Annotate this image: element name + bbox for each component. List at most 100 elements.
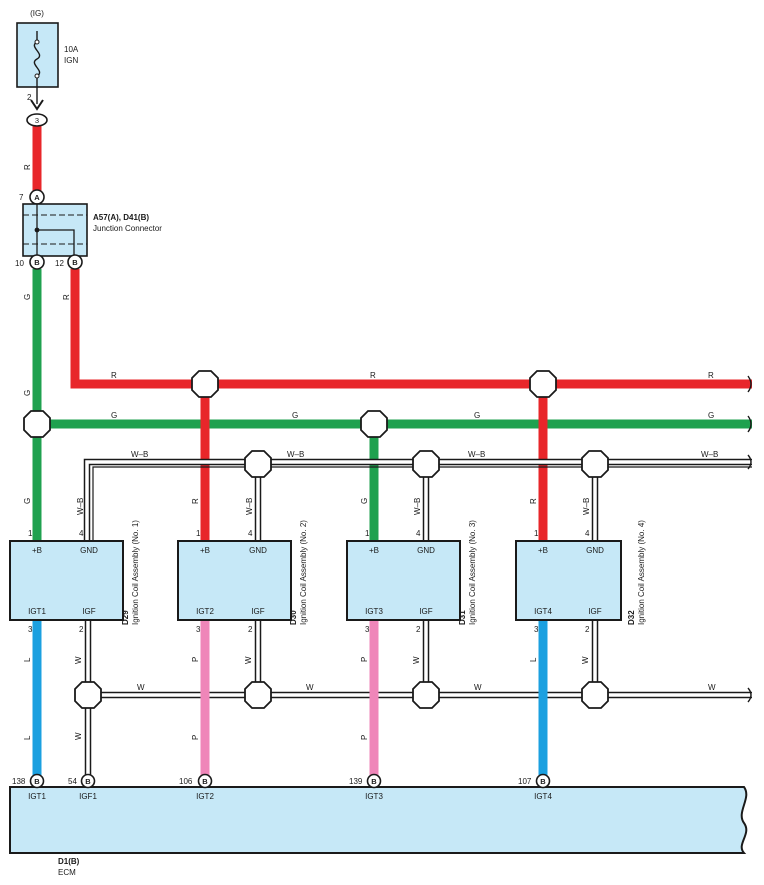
- fuse-source-label: (IG): [30, 9, 44, 18]
- wire-label-green-trunk-2: G: [292, 411, 298, 420]
- ecm-pin-label: IGF1: [79, 792, 97, 801]
- coil-pin-gnd: 4: [585, 529, 590, 538]
- ecm-body: [9, 786, 748, 854]
- coil-igt-label: IGT1: [28, 607, 46, 616]
- fuse-rating: 10A: [64, 45, 79, 54]
- wire-label-pink-igt2: P: [191, 657, 200, 662]
- wire-label-wb-trunk-4: W–B: [701, 450, 718, 459]
- splice-node: [412, 681, 440, 709]
- fuse-pin-out: 2: [27, 93, 32, 102]
- splice-node: [581, 450, 609, 478]
- wire-label-wb-coil3: W–B: [413, 498, 422, 515]
- junction-pin-in-num: 7: [19, 193, 24, 202]
- wire-label-wb-coil1: W–B: [76, 498, 85, 515]
- ecm-name: ECM: [58, 868, 76, 877]
- coil-pin-igt: 3: [534, 625, 539, 634]
- ecm-pin-conn: B: [540, 777, 546, 786]
- ecm-pin-conn: B: [34, 777, 40, 786]
- ecm-pin: B 107 IGT4: [518, 773, 552, 801]
- coil-code: D31: [458, 610, 467, 625]
- coil-name: Ignition Coil Assembly (No. 2): [299, 520, 308, 625]
- wire-label-blue-igt1: L: [23, 657, 32, 662]
- wire-labels: R G R G R R R G G G G W–B W–B W–B W–B G …: [23, 164, 718, 740]
- coil-pin-gnd: 4: [248, 529, 253, 538]
- coil-pin-igt: 3: [28, 625, 33, 634]
- ecm-pin-conn: B: [202, 777, 208, 786]
- ecm-pin: B 54 IGF1: [68, 773, 97, 801]
- coil-pin-plus: 1: [365, 529, 370, 538]
- coil-code: D29: [121, 610, 130, 625]
- wire-label-wb-trunk-1: W–B: [131, 450, 148, 459]
- coil-igf-label: IGF: [588, 607, 601, 616]
- ecm-pin-conn: B: [371, 777, 377, 786]
- ecm-code: D1(B): [58, 857, 80, 866]
- junction-pin-in-conn: A: [34, 193, 40, 202]
- splice-node: [23, 410, 51, 438]
- coil-pin-igf: 2: [585, 625, 590, 634]
- wire-label-w-igf1-lower: W: [74, 732, 83, 740]
- wire-label-w-igf4: W: [581, 656, 590, 664]
- splice-node: [191, 370, 219, 398]
- ecm: B 138 IGT1 B 54 IGF1 B 106 IGT2 B 139 IG…: [9, 773, 748, 877]
- coil-igf-label: IGF: [82, 607, 95, 616]
- coil-gnd-label: GND: [586, 546, 604, 555]
- wire-label-red-junction: R: [62, 294, 71, 300]
- ecm-pin-conn: B: [85, 777, 91, 786]
- splice-node: [74, 681, 102, 709]
- fuse-ign: (IG) 10A IGN 2 3: [16, 9, 79, 127]
- wire-label-red-coil2: R: [191, 498, 200, 504]
- ignition-coil-1: 1 4 +B GND IGT1 IGF 3 2 D29 Ignition Coi…: [9, 520, 140, 634]
- ignition-coil-2: 1 4 +B GND IGT2 IGF 3 2 D30 Ignition Coi…: [177, 520, 308, 634]
- junction-pin-out1-conn: B: [34, 258, 40, 267]
- coil-igt-label: IGT4: [534, 607, 552, 616]
- coil-name: Ignition Coil Assembly (No. 4): [637, 520, 646, 625]
- coil-igf-label: IGF: [419, 607, 432, 616]
- wire-label-w-igf2: W: [244, 656, 253, 664]
- coil-gnd-label: GND: [417, 546, 435, 555]
- splice-node: [412, 450, 440, 478]
- coil-pin-gnd: 4: [79, 529, 84, 538]
- wire-label-blue-igt1-lower: L: [23, 735, 32, 740]
- wire-label-pink-igt2-lower: P: [191, 735, 200, 740]
- coil-pin-igt: 3: [365, 625, 370, 634]
- ecm-pin-label: IGT3: [365, 792, 383, 801]
- wire-wb-trunk: [83, 458, 752, 540]
- wire-label-w-igf1: W: [74, 656, 83, 664]
- coil-code: D30: [289, 610, 298, 625]
- splice-node: [529, 370, 557, 398]
- splice-node: [244, 681, 272, 709]
- coil-pin-igt: 3: [196, 625, 201, 634]
- connector-arrow-icon: [30, 99, 44, 111]
- wire-label-w-trunk-3: W: [474, 683, 482, 692]
- splice-node: [360, 410, 388, 438]
- wire-label-wb-trunk-3: W–B: [468, 450, 485, 459]
- junction-name: Junction Connector: [93, 224, 162, 233]
- wire-label-wb-coil4: W–B: [582, 498, 591, 515]
- ecm-pin: B 138 IGT1: [12, 773, 46, 801]
- splice-node: [244, 450, 272, 478]
- coil-name: Ignition Coil Assembly (No. 3): [468, 520, 477, 625]
- coil-pin-plus: 1: [196, 529, 201, 538]
- coil-gnd-label: GND: [80, 546, 98, 555]
- coil-pin-gnd: 4: [416, 529, 421, 538]
- fuse-name: IGN: [64, 56, 78, 65]
- wire-label-w-trunk-2: W: [306, 683, 314, 692]
- coil-gnd-label: GND: [249, 546, 267, 555]
- wire-label-red-fuse: R: [23, 164, 32, 170]
- coil-name: Ignition Coil Assembly (No. 1): [131, 520, 140, 625]
- wire-label-green-trunk-4: G: [708, 411, 714, 420]
- ecm-pin-num: 106: [179, 777, 193, 786]
- wire-label-green-coil3: G: [360, 498, 369, 504]
- continuation-marks: [747, 375, 752, 703]
- coil-pin-igf: 2: [248, 625, 253, 634]
- splice-nodes: [23, 370, 609, 709]
- junction-code: A57(A), D41(B): [93, 213, 149, 222]
- coil-pin-plus: 1: [534, 529, 539, 538]
- junction-pin-out2-conn: B: [72, 258, 78, 267]
- wire-label-red-trunk-3: R: [708, 371, 714, 380]
- ecm-pin-num: 139: [349, 777, 363, 786]
- coil-plus-label: +B: [369, 546, 379, 555]
- ignition-coil-4: 1 4 +B GND IGT4 IGF 3 2 D32 Ignition Coi…: [515, 520, 646, 634]
- wire-label-green-junction: G: [23, 294, 32, 300]
